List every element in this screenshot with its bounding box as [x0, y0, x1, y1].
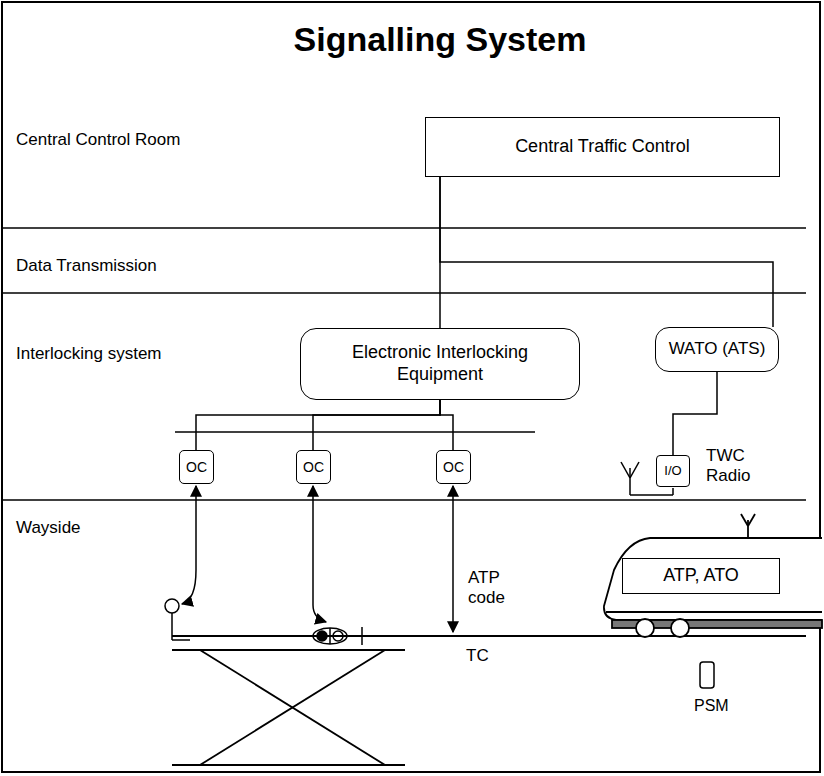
node-text: Electronic Interlocking Equipment [309, 342, 571, 385]
signal-symbol [165, 599, 190, 640]
oc-box: OC [179, 450, 214, 484]
bus-line [440, 177, 773, 327]
node-text: Central Traffic Control [515, 136, 690, 158]
band-label: Wayside [16, 518, 236, 538]
code-label: ATP code [468, 568, 518, 609]
bus-line [313, 400, 440, 450]
psm-label: PSM [694, 696, 754, 715]
bus-line [440, 400, 453, 450]
node-text: WATO (ATS) [669, 339, 766, 359]
band-lines [2, 228, 806, 500]
node-text: OC [443, 459, 464, 476]
oc-box: OC [436, 450, 471, 484]
diagram-title: Signalling System [294, 20, 587, 59]
band-label: Interlocking system [16, 344, 236, 364]
io-box: I/O [656, 455, 690, 487]
psm-symbol [700, 662, 714, 688]
control-arrows [182, 486, 453, 632]
bus-line [196, 400, 440, 450]
interlocking-box: Electronic Interlocking Equipment [300, 328, 580, 400]
node-text: OC [186, 459, 207, 476]
node-text: ATP, ATO [663, 565, 739, 587]
node-text: I/O [664, 463, 681, 479]
band-label: Central Control Room [16, 130, 236, 150]
track [172, 636, 806, 765]
radio-label: TWC Radio [706, 446, 761, 487]
oc-box: OC [296, 450, 331, 484]
track-circuit-label: TC [466, 646, 506, 666]
node-text: OC [303, 459, 324, 476]
train [604, 514, 822, 637]
control-box: Central Traffic Control [425, 117, 780, 177]
bus-line [673, 372, 717, 455]
onboard-box: ATP, ATO [622, 558, 780, 594]
ats-box: WATO (ATS) [655, 327, 779, 372]
band-label: Data Transmission [16, 256, 236, 276]
